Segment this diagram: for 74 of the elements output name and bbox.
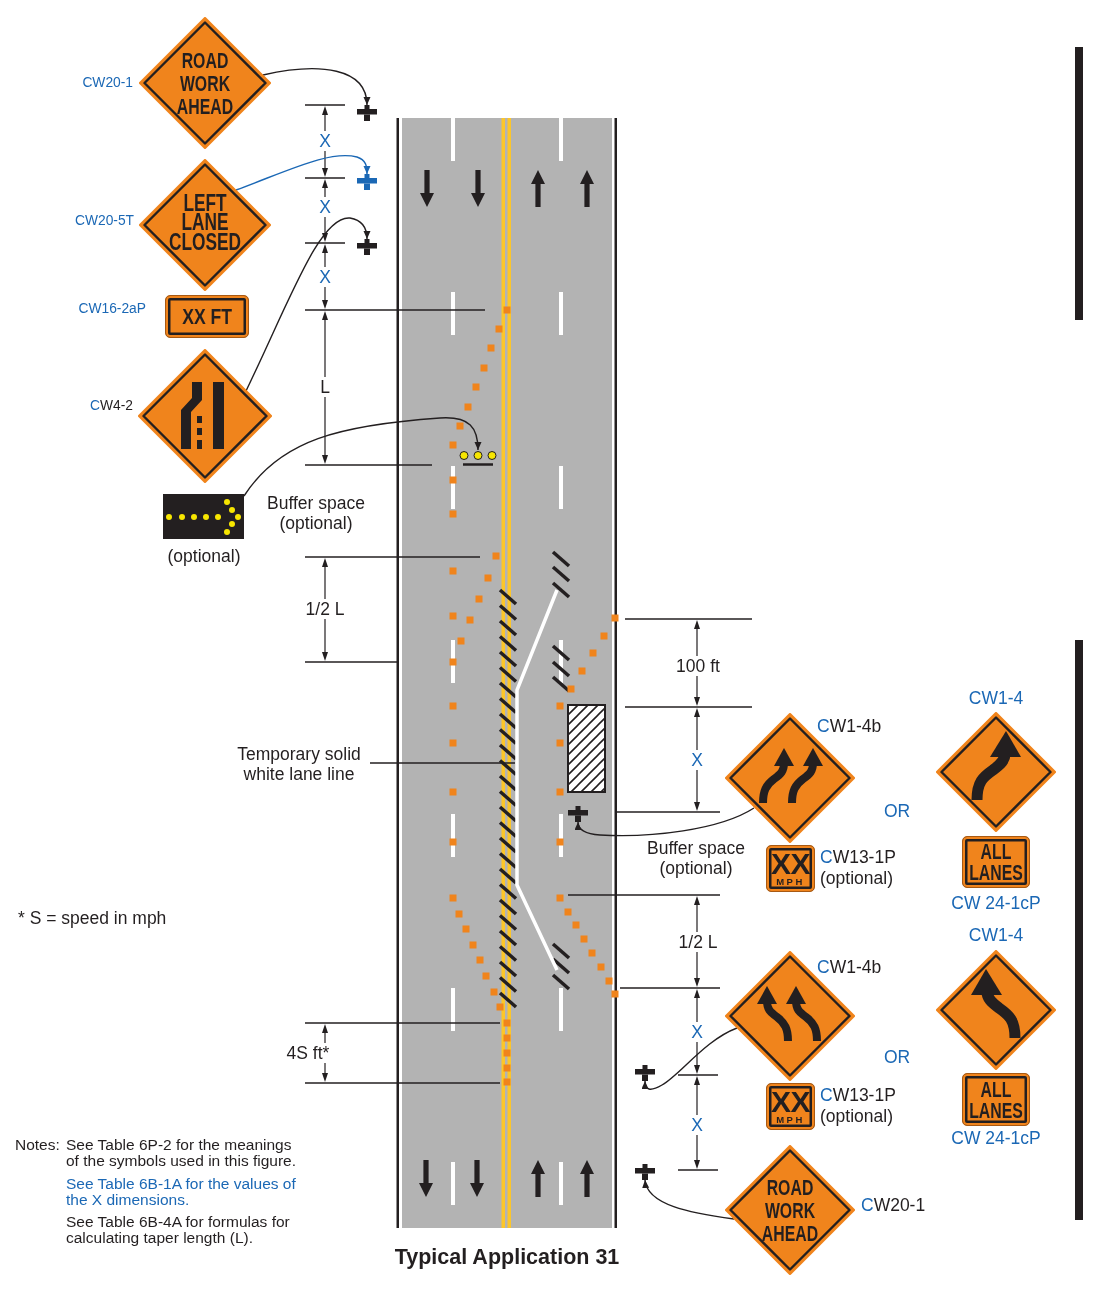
note-text: See Table 6B-4A for formulas for calculating taper length (L). [66,1214,291,1246]
sign-code: CW1-4b [817,956,882,978]
dimension-label: 100 ft [674,656,722,676]
callout-text: Temporary solid white lane line [228,744,370,784]
annotation-text: Buffer space (optional) [646,838,746,878]
annotation-text: Buffer space (optional) [266,493,366,533]
figure-title: Typical Application 31 [394,1244,620,1270]
sign-text: ALL LANES [968,841,1024,883]
sign-code: CW20-5T [74,211,134,230]
sign-code: CW 24-1cP [951,892,1041,914]
sign-code: CW 24-1cP [951,1127,1041,1149]
dimension-label: X [317,131,333,151]
warning-lights-icon [459,450,497,467]
alternative-text: OR [883,1047,911,1067]
arrow-board-icon [163,494,244,539]
sign-plate [962,1073,1030,1126]
warning-sign [725,1145,855,1275]
sign-text: XX FT [182,304,232,329]
sign-text: XX [771,850,810,877]
sign-post-icon [568,806,588,822]
leader-line [641,1027,738,1090]
sign-code: CW1-4b [817,715,882,737]
sign-code: CW20-1 [861,1194,926,1216]
dimension-label: 1/2 L [303,599,347,619]
dimension-label: X [689,1022,705,1042]
sign-code: CW1-4 [968,687,1024,709]
sign-code: CW16-2aP [78,299,146,318]
note-text: See Table 6P-2 for the meanings of the symbols used in this figure. [66,1137,298,1169]
leader-line [369,762,516,764]
warning-sign [936,950,1056,1070]
alternative-text: OR [883,801,911,821]
footnote-text: * S = speed in mph [18,908,167,928]
dimension-label: L [318,377,332,397]
sign-post-icon [357,105,377,121]
sign-code: CW4-2 [90,396,133,415]
sign-code: CW1-4 [968,924,1024,946]
sign-text: ROAD WORK AHEAD [760,1175,820,1245]
warning-sign [936,712,1056,832]
warning-sign [139,159,271,291]
caption-text: (optional) [167,545,241,567]
leader-line [235,154,371,191]
lane-line [515,588,560,973]
dimension-label: X [689,1115,705,1135]
sign-plate [962,836,1030,888]
sign-post-icon [357,174,377,190]
dimension-label: X [317,197,333,217]
sign-text: MPH [776,1114,805,1125]
sign-text: LEFT LANE CLOSED [168,192,242,252]
warning-sign [139,17,271,149]
sign-post-icon [357,239,377,255]
dimension-label: X [689,750,705,770]
note-text: See Table 6B-1A for the values of the X dimensions. [66,1176,297,1208]
sign-code: CW13-1P (optional) [820,1085,897,1127]
leader-line [262,68,370,106]
leader-line [643,1179,735,1220]
sign-code: CW20-1 [82,73,133,92]
sign-text: XX [771,1088,810,1115]
sign-post-icon [635,1164,655,1180]
sign-post-icon [635,1065,655,1081]
leader-line [243,417,482,497]
sign-plate [766,1083,815,1130]
dimension-label: 4S ft* [284,1043,332,1063]
dimension-label: X [317,267,333,287]
sign-text: ALL LANES [968,1078,1024,1121]
leader-line [575,807,755,837]
sign-plate [165,295,249,338]
sign-code: CW13-1P (optional) [820,847,897,889]
warning-sign [138,349,272,483]
notes-heading: Notes: [15,1137,60,1153]
leader-line [245,217,371,392]
sign-text: MPH [776,876,805,887]
sign-text: ROAD WORK AHEAD [175,48,235,118]
dimension-label: 1/2 L [676,932,720,952]
sign-plate [766,845,815,892]
